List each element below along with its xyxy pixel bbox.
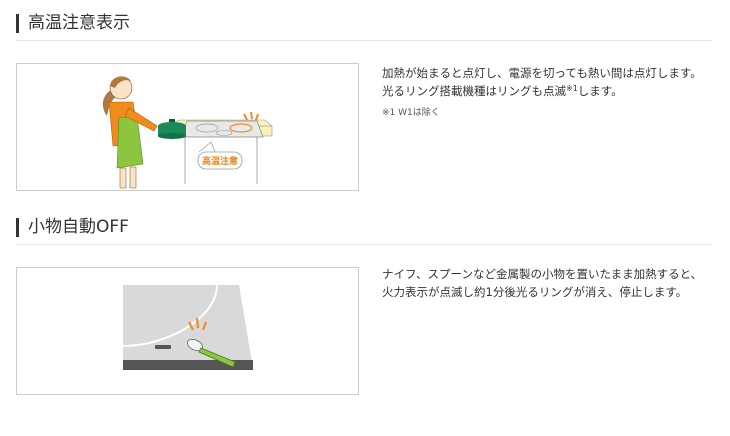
footnote-mark: ※1	[566, 84, 578, 93]
high-temp-label: 高温注意	[202, 155, 238, 167]
description-line: 火力表示が点滅し約1分後光るリングが消え、停止します。	[382, 285, 688, 299]
high-temp-description: 加熱が始まると点灯し、電源を切っても熱い間は点灯します。 光るリング搭載機種はリ…	[382, 64, 722, 120]
high-temp-illustration-frame: 高温注意	[16, 63, 359, 191]
heat-indicator-icon	[188, 317, 208, 331]
section-heading-small-item-off: 小物自動OFF	[16, 212, 712, 245]
description-line: ナイフ、スプーンなど金属製の小物を置いたまま加熱すると、	[382, 267, 703, 281]
heading-bar	[16, 14, 19, 33]
section-title-small-item-off: 小物自動OFF	[28, 217, 129, 237]
description-line: 加熱が始まると点灯し、電源を切っても熱い間は点灯します。	[382, 66, 702, 80]
small-item-description: ナイフ、スプーンなど金属製の小物を置いたまま加熱すると、 火力表示が点滅し約1分…	[382, 265, 722, 301]
section-title-high-temp: 高温注意表示	[28, 13, 130, 33]
cooktop-illustration	[180, 120, 264, 138]
heat-indicator-icon	[243, 111, 259, 121]
footnote: ※1 W1は除く	[382, 108, 440, 118]
cooktop-illustration	[122, 284, 253, 370]
spoon-illustration	[187, 338, 236, 368]
woman-cooking-illustration: 高温注意	[102, 76, 273, 189]
section-heading-high-temp: 高温注意表示	[16, 8, 712, 41]
description-line: 光るリング搭載機種はリングも点滅※1します。	[382, 84, 623, 98]
heading-bar	[16, 218, 19, 237]
small-item-illustration-frame	[16, 267, 359, 395]
